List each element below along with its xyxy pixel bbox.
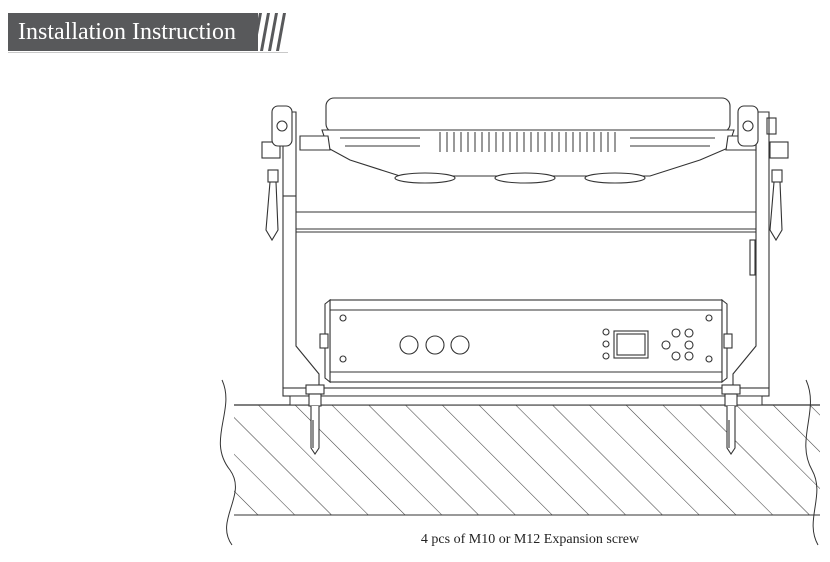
- light-fixture-head: [271, 97, 759, 184]
- figure-caption: 4 pcs of M10 or M12 Expansion screw: [420, 532, 640, 547]
- title-underline: [8, 52, 288, 53]
- right-bracket: [732, 111, 789, 388]
- left-bracket: [261, 111, 320, 388]
- title-stripes-decoration: [252, 13, 286, 51]
- expansion-screw-right: [721, 384, 741, 455]
- page-title: Installation Instruction: [18, 19, 236, 45]
- cross-bar: [296, 211, 756, 233]
- display-panel: [602, 328, 649, 360]
- control-box: [319, 298, 733, 384]
- base-plate: [282, 387, 770, 406]
- heat-sink-fins: [340, 132, 715, 152]
- control-buttons: [661, 328, 694, 361]
- connector-ports: [399, 335, 470, 355]
- expansion-screw-left: [305, 384, 325, 455]
- title-banner: Installation Instruction: [8, 13, 258, 51]
